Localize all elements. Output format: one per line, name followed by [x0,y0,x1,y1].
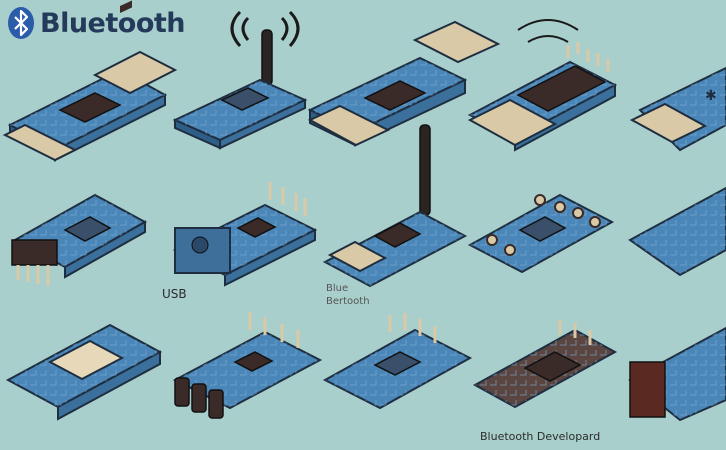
module-3c [322,313,473,410]
bluetooth-logo-icon [8,7,34,39]
bluetooth-dev-board [472,320,618,409]
caption-bluetooth-short: Blue [326,283,349,294]
module-3a [5,323,163,421]
board-edge-2 [628,186,726,277]
usb-pin-module [467,19,618,152]
svg-text:✱: ✱ [705,88,717,104]
antenna-module-1 [172,10,308,150]
antenna-module-2 [322,124,468,288]
module-3e [628,326,726,422]
usb-module-2 [172,182,318,287]
page-title: Bluetooth [40,8,186,39]
pin-module-1 [11,193,148,286]
usb-dongle-2 [307,20,501,147]
usb-dongle-1 [2,0,178,162]
caption-usb: USB [162,287,187,301]
module-3b [172,312,323,419]
caption-bluetooth-misspelled: Bertooth [326,296,370,307]
caption-dev-board: Bluetooth Developard [480,430,601,443]
usb-dongle-3: ✱ [629,66,726,152]
bluetooth-module-dev [467,193,615,274]
